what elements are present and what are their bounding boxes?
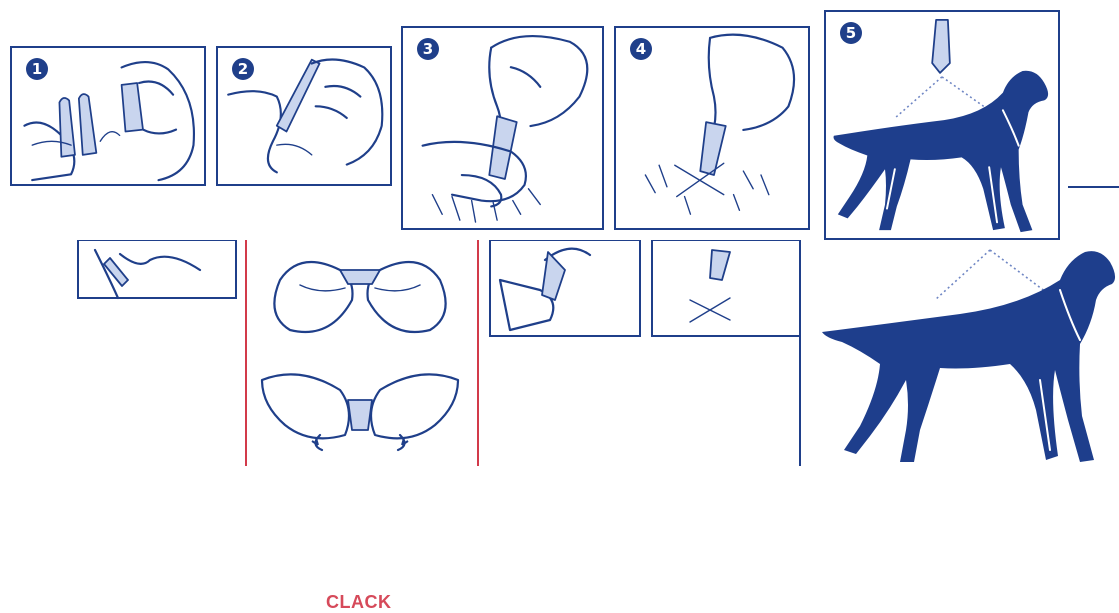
lower-panel-4-pipette [710, 250, 730, 280]
lower-panel-1-frame [78, 240, 236, 298]
lower-panel-4-parting [690, 298, 730, 322]
large-dog-silhouette [822, 250, 1115, 462]
step-4-number: 4 [630, 38, 652, 60]
lower-background-scene: CLACK [0, 240, 1119, 466]
step-1-panel: 1 [10, 46, 206, 186]
step-5-number: 5 [840, 22, 862, 44]
step-4-panel: 4 [614, 26, 810, 230]
dog-silhouette [834, 71, 1049, 232]
step-5-panel: 5 [824, 10, 1060, 240]
connector-line [1068, 186, 1119, 188]
clack-sound-label: CLACK [326, 592, 392, 613]
lower-scene-drawing [0, 240, 1119, 466]
lower-panel-1-pipette [104, 258, 128, 286]
hands-bottom-illustration [262, 374, 458, 450]
lower-panel-1-hand [95, 250, 200, 298]
step-5-illustration [826, 12, 1058, 238]
step-2-number: 2 [232, 58, 254, 80]
step-2-panel: 2 [216, 46, 392, 186]
lower-panel-3-frame [490, 240, 640, 336]
hands-top-illustration [274, 262, 445, 332]
step-3-number: 3 [417, 38, 439, 60]
step-1-number: 1 [26, 58, 48, 80]
step-3-panel: 3 [401, 26, 604, 230]
pipette-icon [932, 20, 950, 73]
